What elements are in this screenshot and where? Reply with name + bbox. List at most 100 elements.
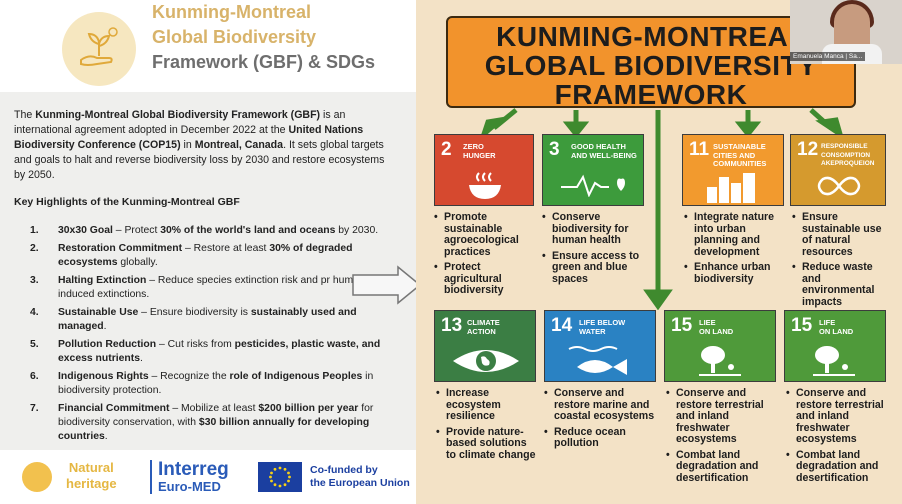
- list-bold: Financial Commitment: [58, 403, 170, 414]
- list-text: – Cut risks from: [156, 339, 235, 350]
- eu-flag-icon: [258, 462, 302, 492]
- natural-heritage-icon: [22, 462, 52, 492]
- list-bold: Restoration Commitment: [58, 243, 183, 254]
- interreg-subtitle: Euro-MED: [158, 479, 221, 494]
- eye-earth-icon: [453, 350, 519, 372]
- list-text: – Reduce species extinction risk and pr: [146, 275, 330, 286]
- plant-hand-icon: [80, 27, 118, 66]
- list-bold: 30x30 Goal: [58, 225, 113, 236]
- intro-text: in: [180, 139, 195, 151]
- list-text: – Restore at least: [182, 243, 270, 254]
- action-item: Provide nature-based solutions to climat…: [436, 426, 538, 462]
- list-item: 1.30x30 Goal – Protect 30% of the world'…: [30, 224, 390, 238]
- title-line-2: Global Biodiversity: [152, 27, 317, 47]
- list-number: 4.: [30, 307, 39, 318]
- participant-video-tile[interactable]: Emanuela Manca | Sa...: [790, 0, 902, 64]
- list-text: by 2030.: [335, 225, 379, 236]
- action-item: Conserve and restore terrestrial and inl…: [786, 387, 894, 446]
- list-number: 1.: [30, 225, 39, 236]
- sdg-15-actions-duplicate: Conserve and restore terrestrial and inl…: [786, 387, 894, 488]
- list-text: – Mobilize at least: [169, 403, 259, 414]
- list-bold: $200 billion per year: [258, 403, 359, 414]
- action-item: Enhance urban biodiversity: [684, 261, 788, 285]
- framework-line1: KUNMING-MONTREAL: [496, 21, 806, 52]
- framework-line3: FRAMEWORK: [554, 79, 748, 110]
- highlights-list: 1.30x30 Goal – Protect 30% of the world'…: [30, 224, 390, 444]
- eu-cofunded-label: Co-funded by the European Union: [310, 464, 410, 490]
- list-bold: Halting Extinction: [58, 275, 147, 286]
- list-bold: $30 billion annually for developing coun…: [58, 417, 370, 442]
- sdg-13-actions: Increase ecosystem resilience Provide na…: [436, 387, 538, 465]
- list-bold: Sustainable Use: [58, 307, 139, 318]
- title-line-1: Kunming-Montreal: [152, 2, 311, 22]
- list-item: 7.Financial Commitment – Mobilize at lea…: [30, 402, 390, 444]
- list-bold: pesticides, plastic waste, and excess nu…: [58, 339, 381, 364]
- interreg-logo: Interreg Euro-MED: [150, 460, 229, 494]
- sdg-number: 3: [549, 139, 560, 160]
- list-item: 2. Restoration Commitment – Restore at le…: [30, 242, 390, 270]
- tree-icon: [699, 346, 741, 376]
- action-item: Reduce waste and environmental impacts: [792, 261, 892, 308]
- intro-text: is an international agreement adopted in…: [14, 109, 346, 136]
- list-text: .: [103, 321, 107, 332]
- natural-heritage-logo: [62, 12, 136, 86]
- sdg-number: 14: [551, 315, 573, 336]
- list-text: for biodiversity conservation, with: [58, 403, 374, 428]
- sdg-number: 2: [441, 139, 452, 160]
- list-number: 6.: [30, 371, 39, 382]
- action-item: Integrate nature into urban planning and…: [684, 211, 788, 258]
- list-bold: role of Indigenous Peoples: [229, 371, 363, 382]
- intro-bold: United Nations Biodiversity Conference (…: [14, 124, 364, 151]
- action-item: Conserve and restore marine and coastal …: [544, 387, 656, 423]
- eu-line2: the European Union: [310, 477, 410, 489]
- slide-footer: Natural heritage Interreg Euro-MED Co-fu…: [0, 450, 416, 504]
- list-number: 5.: [30, 339, 39, 350]
- intro-bold: Kunming-Montreal Global Biodiversity Fra…: [35, 109, 321, 121]
- list-text: – Ensure biodiversity is: [138, 307, 251, 318]
- slide-left-panel: Kunming-Montreal Global Biodiversity Fra…: [0, 0, 422, 504]
- list-number: 2.: [30, 243, 39, 254]
- intro-text: The: [14, 109, 36, 121]
- natural-heritage-line2: heritage: [66, 476, 117, 491]
- right-arrow-icon: [352, 265, 422, 305]
- list-text: – Protect: [112, 225, 161, 236]
- action-item: Combat land degradation and desertificat…: [666, 449, 782, 485]
- list-bold: Pollution Reduction: [58, 339, 157, 350]
- action-item: Protect agricultural biodiversity: [434, 261, 536, 297]
- list-number: 3.: [30, 275, 39, 286]
- list-text: human-induced extinctions.: [58, 275, 369, 300]
- eu-line1: Co-funded by: [310, 464, 378, 476]
- intro-paragraph: The Kunming-Montreal Global Biodiversity…: [14, 108, 386, 183]
- slide-header: Kunming-Montreal Global Biodiversity Fra…: [0, 0, 416, 92]
- city-buildings-icon: [707, 173, 755, 203]
- connector-arrows: [478, 108, 845, 310]
- highlights-title: Key Highlights of the Kunming-Montreal G…: [14, 196, 240, 208]
- action-item: Conserve biodiversity for human health: [542, 211, 650, 247]
- action-item: Promote sustainable agroecological pract…: [434, 211, 536, 258]
- list-item: 6. Indigenous Rights – Recognize the role…: [30, 370, 390, 398]
- sdg-12-actions: Ensure sustainable use of natural resour…: [792, 211, 892, 312]
- list-bold: Indigenous Rights: [58, 371, 149, 382]
- list-item: 5. Pollution Reduction – Cut risks from p…: [30, 338, 390, 366]
- action-item: Reduce ocean pollution: [544, 426, 656, 450]
- list-text: .: [104, 431, 108, 442]
- heartbeat-icon: [561, 174, 625, 197]
- sdg-number: 15: [671, 315, 693, 336]
- sdg-15-actions: Conserve and restore terrestrial and inl…: [666, 387, 782, 488]
- action-item: Combat land degradation and desertificat…: [786, 449, 894, 485]
- interreg-title: Interreg: [158, 459, 229, 480]
- sdg-14-actions: Conserve and restore marine and coastal …: [544, 387, 656, 454]
- action-item: Increase ecosystem resilience: [436, 387, 538, 423]
- list-text: – Recognize the: [148, 371, 230, 382]
